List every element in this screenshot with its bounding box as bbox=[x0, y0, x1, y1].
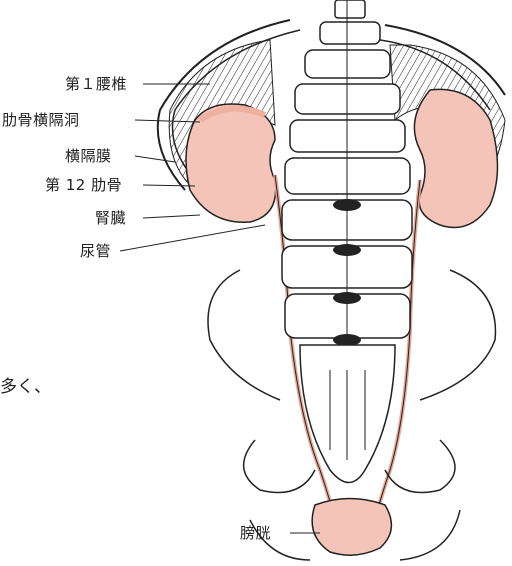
label-bladder: 膀胱 bbox=[240, 524, 271, 542]
label-diaphragm: 横隔膜 bbox=[65, 147, 112, 165]
label-lumbar1: 第１腰椎 bbox=[65, 75, 127, 93]
bladder bbox=[312, 499, 391, 556]
cut-off-text: 多く、 bbox=[0, 372, 51, 397]
label-ureter: 尿管 bbox=[80, 242, 111, 260]
label-rib12: 第 12 肋骨 bbox=[45, 176, 122, 194]
label-costodiaphragmatic-recess: 肋骨横隔洞 bbox=[2, 111, 80, 129]
label-kidney: 腎臓 bbox=[95, 209, 126, 227]
